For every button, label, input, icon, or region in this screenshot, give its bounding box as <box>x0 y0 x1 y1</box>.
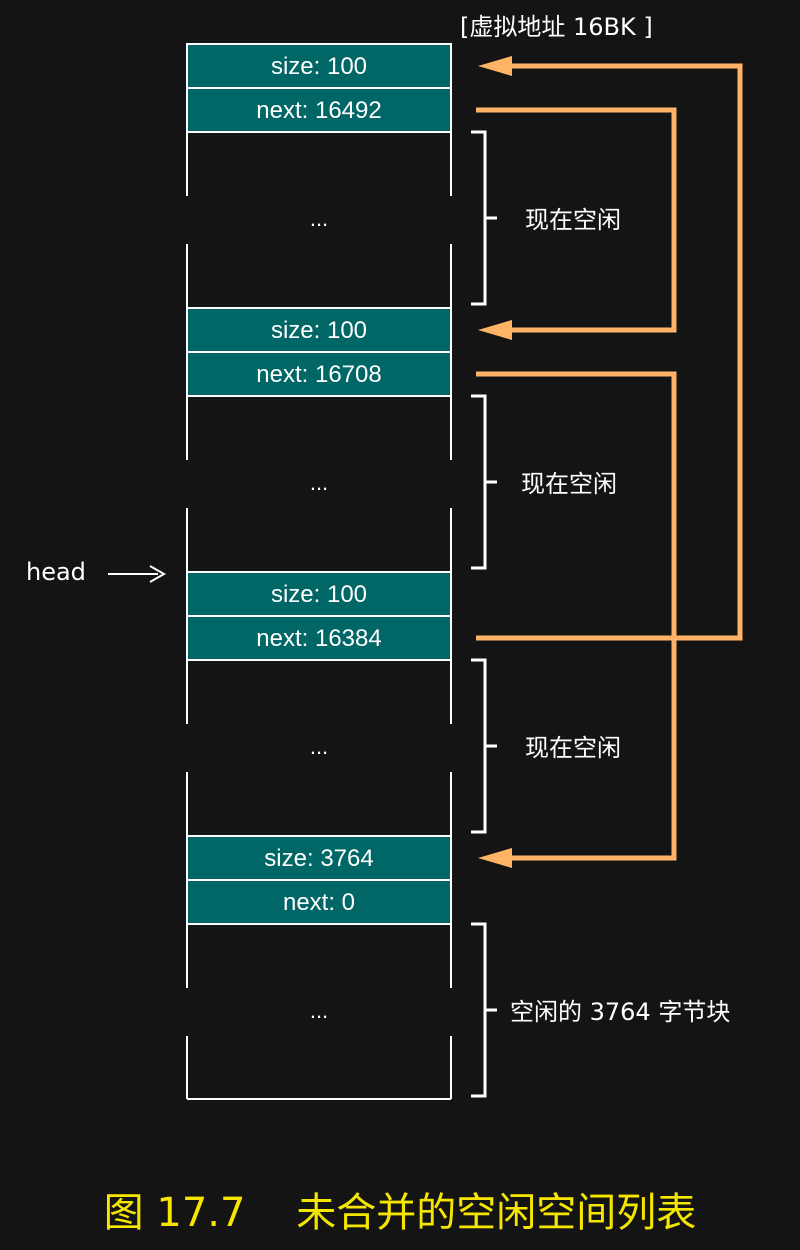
size-cell-text: size: 100 <box>271 581 367 608</box>
memory-block-1: size: 100 next: 16708 ... 现在空闲 <box>186 307 617 572</box>
free-note: 空闲的 3764 字节块 <box>510 998 730 1026</box>
memory-block-3: size: 3764 next: 0 ... 空闲的 3764 字节块 <box>186 835 730 1100</box>
pointer-arrow-16384 <box>476 63 743 641</box>
head-arrow-icon <box>149 565 167 583</box>
free-note: 现在空闲 <box>521 470 617 498</box>
head-label: head <box>26 558 86 586</box>
next-cell-text: next: 16384 <box>256 625 381 652</box>
free-note: 现在空闲 <box>525 734 621 762</box>
next-cell <box>186 615 452 661</box>
next-cell-text: next: 0 <box>283 889 355 916</box>
size-cell <box>186 835 452 881</box>
body-ellipsis: ... <box>310 206 328 231</box>
pointer-arrowhead-16384 <box>478 56 512 76</box>
pointer-arrow-16708 <box>476 371 677 861</box>
free-brace <box>471 130 497 306</box>
next-cell <box>186 879 452 925</box>
next-cell <box>186 87 452 133</box>
body-ellipsis: ... <box>310 998 328 1023</box>
size-cell <box>186 571 452 617</box>
free-note: 现在空闲 <box>525 206 621 234</box>
body-ellipsis: ... <box>310 734 328 759</box>
memory-block-2: size: 100 next: 16384 ... 现在空闲 <box>186 571 621 836</box>
free-brace <box>471 394 497 570</box>
figure-caption: 图 17.7 未合并的空闲空间列表 <box>103 1190 697 1236</box>
memory-block-0: size: 100 next: 16492 ... 现在空闲 <box>186 43 621 308</box>
size-cell-text: size: 3764 <box>264 845 373 872</box>
size-cell-text: size: 100 <box>271 317 367 344</box>
next-cell-text: next: 16492 <box>256 97 381 124</box>
size-cell-text: size: 100 <box>271 53 367 80</box>
pointer-arrowhead-16708 <box>478 848 512 868</box>
next-cell-text: next: 16708 <box>256 361 381 388</box>
pointer-arrowhead-16492 <box>478 320 512 340</box>
body-ellipsis: ... <box>310 470 328 495</box>
free-brace <box>471 658 497 834</box>
next-cell <box>186 351 452 397</box>
size-cell <box>186 307 452 353</box>
size-cell <box>186 43 452 89</box>
title-label: [虚拟地址 16BK ] <box>460 13 653 41</box>
pointer-arrow-16492 <box>476 107 677 333</box>
free-brace <box>471 922 497 1098</box>
